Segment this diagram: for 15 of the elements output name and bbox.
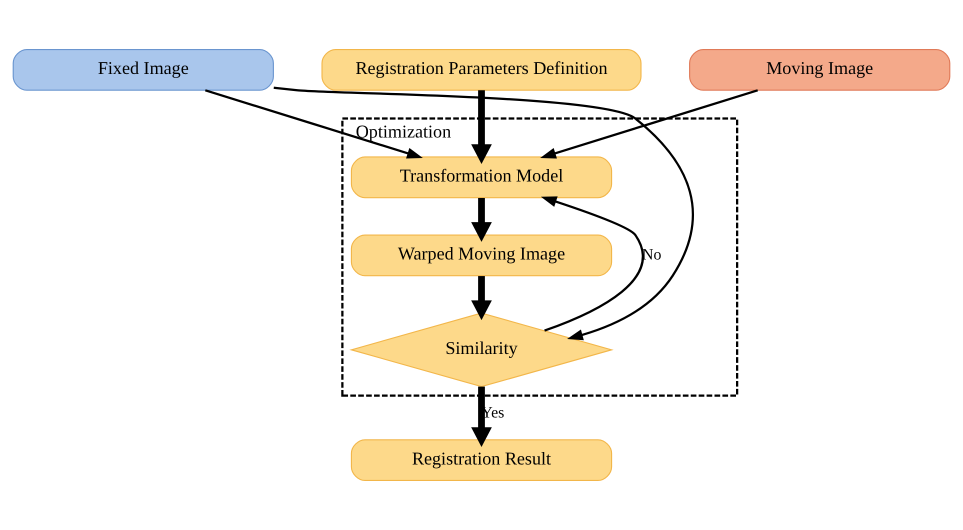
arrow [274, 86, 694, 340]
arrow [540, 89, 758, 159]
arrow [540, 196, 644, 332]
node-box: Moving Image [689, 48, 950, 91]
arrow [471, 198, 492, 242]
node-box: Registration Parameters Definition [321, 48, 642, 91]
node-box: Registration Result [350, 439, 612, 482]
arrow [205, 89, 423, 159]
node-diamond: Similarity [349, 312, 614, 388]
node-box: Fixed Image [12, 48, 274, 91]
arrow [471, 276, 492, 320]
arrow [471, 386, 492, 448]
node-box: Transformation Model [350, 156, 612, 198]
arrow [471, 90, 492, 164]
node-box: Warped Moving Image [350, 234, 612, 276]
